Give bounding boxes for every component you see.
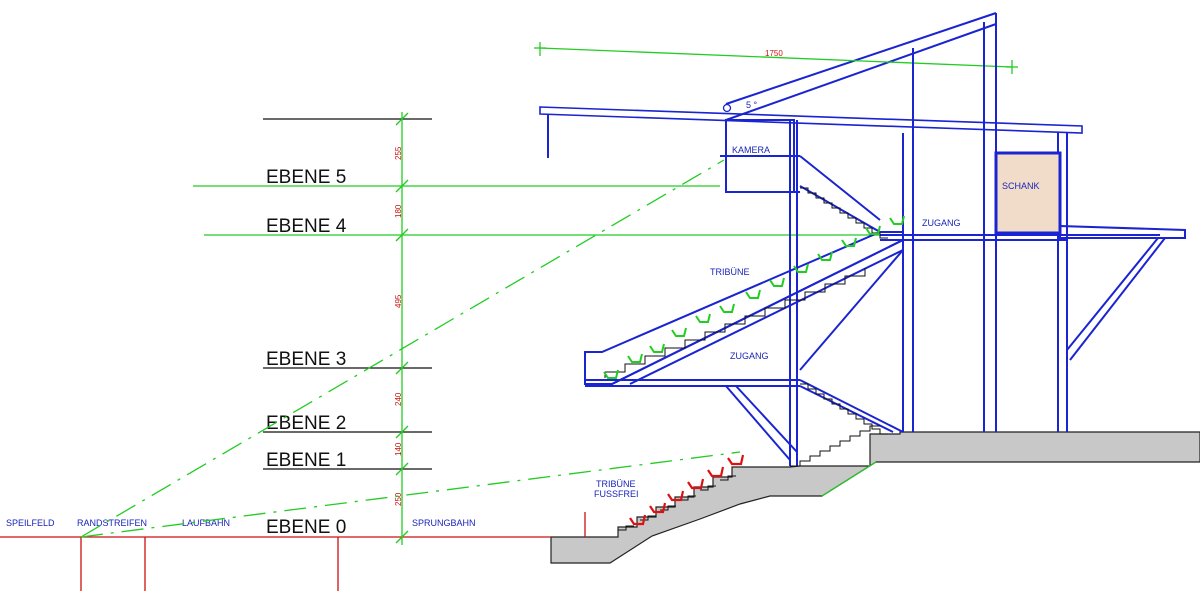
dim-495: 495 bbox=[394, 294, 403, 308]
ground-stair-steps bbox=[790, 425, 880, 467]
label-zugang-upper: ZUGANG bbox=[922, 218, 961, 228]
dim-180: 180 bbox=[394, 204, 403, 218]
seat-green bbox=[719, 303, 735, 313]
seat-red bbox=[629, 514, 647, 526]
seat-red bbox=[727, 454, 745, 466]
sightline-fussfrei bbox=[80, 451, 741, 538]
roof-span-label: 1750 bbox=[765, 49, 783, 58]
brace-lower-a bbox=[725, 385, 791, 461]
dim-140: 140 bbox=[394, 442, 403, 456]
camera-stair-rail bbox=[799, 155, 881, 221]
vertical-dimension-axis: 255 180 495 240 140 250 bbox=[394, 112, 409, 545]
seat-green bbox=[817, 251, 833, 261]
level-label-3: EBENE 3 bbox=[266, 349, 346, 370]
level-lines bbox=[193, 118, 880, 470]
label-tribuene-fussfrei-1: TRIBÜNE bbox=[596, 479, 636, 489]
tribune-seats bbox=[603, 215, 905, 379]
label-zugang-lower: ZUGANG bbox=[730, 351, 769, 361]
stair-steps bbox=[604, 187, 888, 531]
seat-green bbox=[695, 313, 711, 323]
level-label-5: EBENE 5 bbox=[266, 167, 346, 188]
rear-canopy bbox=[1059, 224, 1186, 239]
seat-green bbox=[649, 343, 665, 353]
label-schank: SCHANK bbox=[1002, 181, 1040, 191]
roof-hinge bbox=[722, 103, 732, 113]
level-label-0: EBENE 0 bbox=[266, 517, 346, 538]
tribune-underside-b bbox=[629, 249, 904, 385]
label-tribuene-fussfrei-2: FUSSFREI bbox=[594, 489, 639, 499]
level-label-2: EBENE 2 bbox=[266, 413, 346, 434]
steel-frame bbox=[584, 13, 1186, 466]
seat-red bbox=[667, 490, 685, 502]
label-kamera: KAMERA bbox=[732, 145, 770, 155]
dimension-ticks bbox=[395, 112, 409, 544]
level-labels: EBENE 5 EBENE 4 EBENE 3 EBENE 2 EBENE 1 … bbox=[266, 167, 347, 538]
seat-green bbox=[793, 263, 809, 273]
upper-stair-steps bbox=[800, 187, 888, 239]
tribune-underside bbox=[611, 239, 904, 385]
dim-255: 255 bbox=[394, 146, 403, 160]
roof-mast-cable-2 bbox=[725, 23, 997, 121]
rear-strut bbox=[1069, 237, 1166, 361]
roof: 5 ° 1750 bbox=[534, 12, 1083, 158]
seat-green bbox=[769, 277, 785, 287]
schank-box bbox=[994, 151, 1062, 235]
brace-lower-b bbox=[735, 385, 798, 453]
seat-green bbox=[603, 369, 619, 379]
ground-line bbox=[0, 512, 586, 591]
seat-green bbox=[745, 289, 761, 299]
seat-green bbox=[841, 237, 857, 247]
roof-mast-cable bbox=[725, 12, 997, 105]
rear-strut-b bbox=[1066, 237, 1159, 351]
label-randstreifen: RANDSTREIFEN bbox=[77, 518, 147, 528]
seat-red bbox=[649, 502, 667, 514]
seat-green bbox=[627, 353, 643, 363]
concrete-edge-line bbox=[821, 461, 877, 497]
label-sprungbahn: SPRUNGBAHN bbox=[412, 518, 476, 528]
sightline-camera bbox=[80, 159, 725, 538]
concrete-base bbox=[550, 431, 1200, 564]
lower-stair-rail bbox=[799, 379, 904, 433]
tribune-steps bbox=[604, 268, 866, 378]
level-label-1: EBENE 1 bbox=[266, 450, 346, 471]
label-spielfeld: SPEILFELD bbox=[6, 518, 55, 528]
label-laufbahn: LAUFBAHN bbox=[182, 518, 230, 528]
dim-250: 250 bbox=[394, 492, 403, 506]
level-label-4: EBENE 4 bbox=[266, 216, 347, 237]
fussfrei-seats bbox=[629, 454, 745, 526]
fussfrei-steps bbox=[618, 475, 736, 531]
roof-slab bbox=[539, 106, 1083, 134]
structure-labels: KAMERA ZUGANG SCHANK TRIBÜNE ZUGANG TRIB… bbox=[594, 145, 1040, 499]
seat-red bbox=[687, 478, 705, 490]
seat-green bbox=[865, 225, 881, 235]
concrete-lower-stand bbox=[550, 431, 1200, 564]
seat-green bbox=[889, 215, 905, 225]
sight-lines bbox=[80, 159, 741, 538]
roof-span-line bbox=[539, 47, 1013, 68]
seat-green bbox=[671, 327, 687, 337]
seat-red bbox=[707, 466, 725, 478]
roof-angle-label: 5 ° bbox=[746, 100, 758, 110]
dim-240: 240 bbox=[394, 392, 403, 406]
brace-upper bbox=[799, 249, 904, 371]
label-tribuene: TRIBÜNE bbox=[710, 267, 750, 277]
ground-labels: SPEILFELD RANDSTREIFEN LAUFBAHN SPRUNGBA… bbox=[6, 518, 476, 528]
